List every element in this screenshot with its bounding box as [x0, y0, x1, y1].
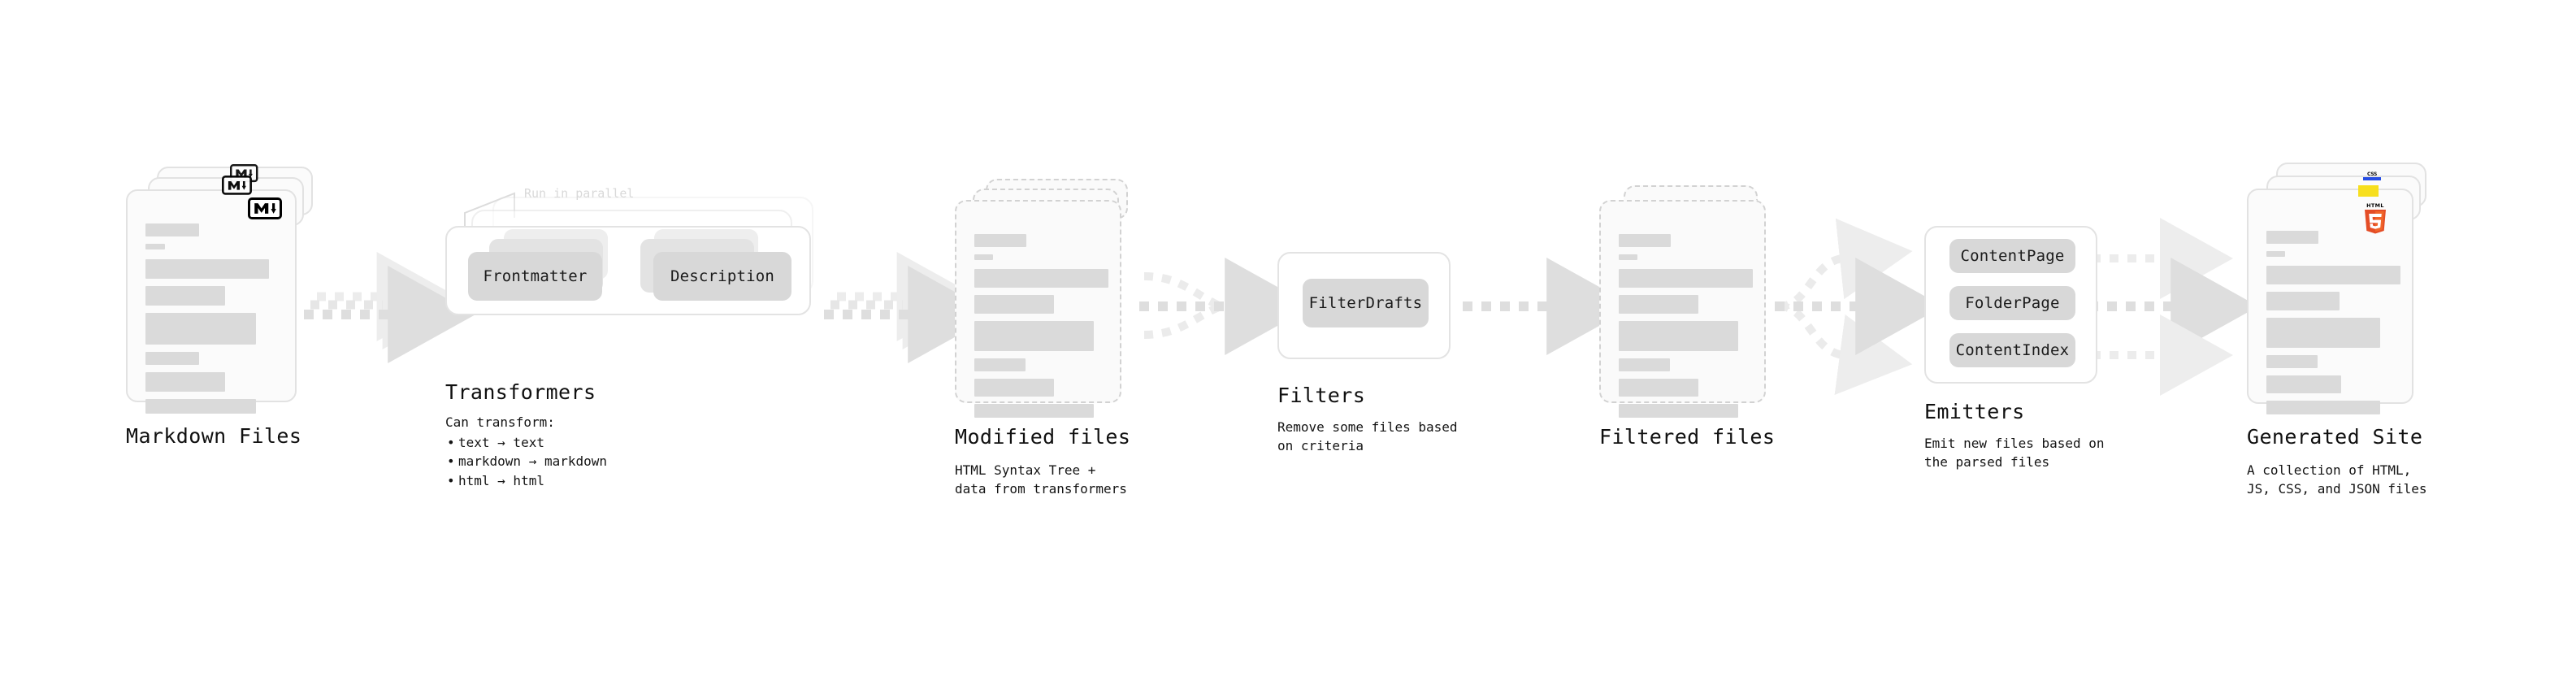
transformers-list-item: text → text — [447, 433, 607, 453]
css-icon: CSS — [2363, 171, 2381, 180]
stage-title-generated-site: Generated Site — [2247, 425, 2423, 449]
run-in-parallel-label: Run in parallel — [524, 186, 635, 201]
connector-emitters-to-site — [2088, 218, 2259, 396]
stage-title-markdown-files: Markdown Files — [126, 424, 302, 448]
doc-line — [974, 295, 1054, 314]
doc-sheet-front — [2247, 189, 2413, 414]
doc-line — [145, 372, 225, 392]
doc-line — [974, 254, 993, 260]
doc-line — [2266, 266, 2400, 284]
stage-title-modified-files: Modified files — [955, 425, 1131, 449]
doc-line — [1619, 379, 1698, 397]
stage-modified-files — [955, 179, 1146, 418]
svg-text:HTML: HTML — [2366, 202, 2384, 209]
doc-line — [145, 313, 256, 345]
doc-content-lines — [2266, 231, 2400, 422]
filter-pill-filterdrafts[interactable]: FilterDrafts — [1303, 279, 1429, 327]
doc-line — [145, 223, 199, 236]
doc-sheet-front — [955, 200, 1121, 418]
doc-sheet-front — [126, 189, 297, 414]
emitter-pill-folderpage[interactable]: FolderPage — [1949, 286, 2075, 320]
markdown-icon — [222, 176, 252, 195]
doc-line — [1619, 295, 1698, 314]
doc-sheet-front — [1599, 200, 1766, 418]
stage-generated-site: CSS HTML — [2247, 163, 2450, 414]
stage-subtitle-generated-site: A collection of HTML, JS, CSS, and JSON … — [2247, 462, 2427, 497]
stage-title-transformers: Transformers — [445, 380, 596, 404]
transformers-capability-list: Can transform: text → text markdown → ma… — [445, 413, 607, 491]
doc-line — [145, 286, 225, 306]
stage-subtitle-emitters: Emit new files based on the parsed files — [1924, 436, 2105, 470]
stage-title-filters: Filters — [1277, 384, 1366, 407]
doc-line — [145, 259, 269, 279]
doc-line — [2266, 251, 2285, 257]
doc-line — [2266, 231, 2318, 244]
stage-subtitle-modified-files: HTML Syntax Tree + data from transformer… — [955, 462, 1127, 497]
doc-line — [2266, 401, 2380, 414]
doc-line — [2266, 318, 2380, 348]
css-icon-bar — [2363, 177, 2381, 180]
doc-line — [974, 234, 1026, 247]
doc-content-lines — [1619, 234, 1753, 425]
emitter-pill-contentpage[interactable]: ContentPage — [1949, 239, 2075, 273]
doc-line — [974, 269, 1108, 288]
js-icon — [2358, 185, 2379, 197]
stage-title-emitters: Emitters — [1924, 400, 2025, 423]
doc-content-lines — [974, 234, 1108, 425]
connector-transformers-to-modified — [824, 252, 996, 363]
transformers-list-item: html → html — [447, 471, 607, 491]
stage-title-filtered-files: Filtered files — [1599, 425, 1776, 449]
doc-line — [1619, 254, 1637, 260]
html5-icon: HTML — [2361, 202, 2389, 234]
connector-md-to-transformers — [304, 252, 476, 363]
connector-modified-to-filters — [1139, 258, 1313, 355]
doc-content-lines — [145, 223, 277, 421]
doc-line — [974, 358, 1026, 371]
doc-line — [145, 244, 165, 249]
doc-line — [2266, 375, 2341, 393]
doc-line — [1619, 404, 1738, 418]
stage-filtered-files — [1599, 185, 1790, 421]
doc-line — [974, 321, 1094, 351]
doc-line — [974, 404, 1094, 418]
transformers-list-item: markdown → markdown — [447, 452, 607, 471]
transformer-pill-description[interactable]: Description — [653, 252, 791, 301]
doc-line — [2266, 292, 2340, 310]
css-icon-label: CSS — [2367, 171, 2377, 177]
doc-line — [1619, 321, 1738, 351]
doc-line — [974, 379, 1054, 397]
doc-line — [145, 352, 199, 365]
doc-line — [1619, 234, 1671, 247]
stage-markdown-files — [126, 164, 317, 414]
transformers-list-lead: Can transform: — [445, 414, 555, 430]
doc-line — [1619, 269, 1753, 288]
transformer-pill-frontmatter[interactable]: Frontmatter — [468, 252, 602, 301]
doc-line — [2266, 355, 2318, 368]
doc-line — [1619, 358, 1670, 371]
stage-subtitle-filters: Remove some files based on criteria — [1277, 419, 1458, 453]
markdown-icon — [248, 197, 282, 219]
doc-line — [145, 399, 256, 414]
emitter-pill-contentindex[interactable]: ContentIndex — [1949, 333, 2075, 367]
